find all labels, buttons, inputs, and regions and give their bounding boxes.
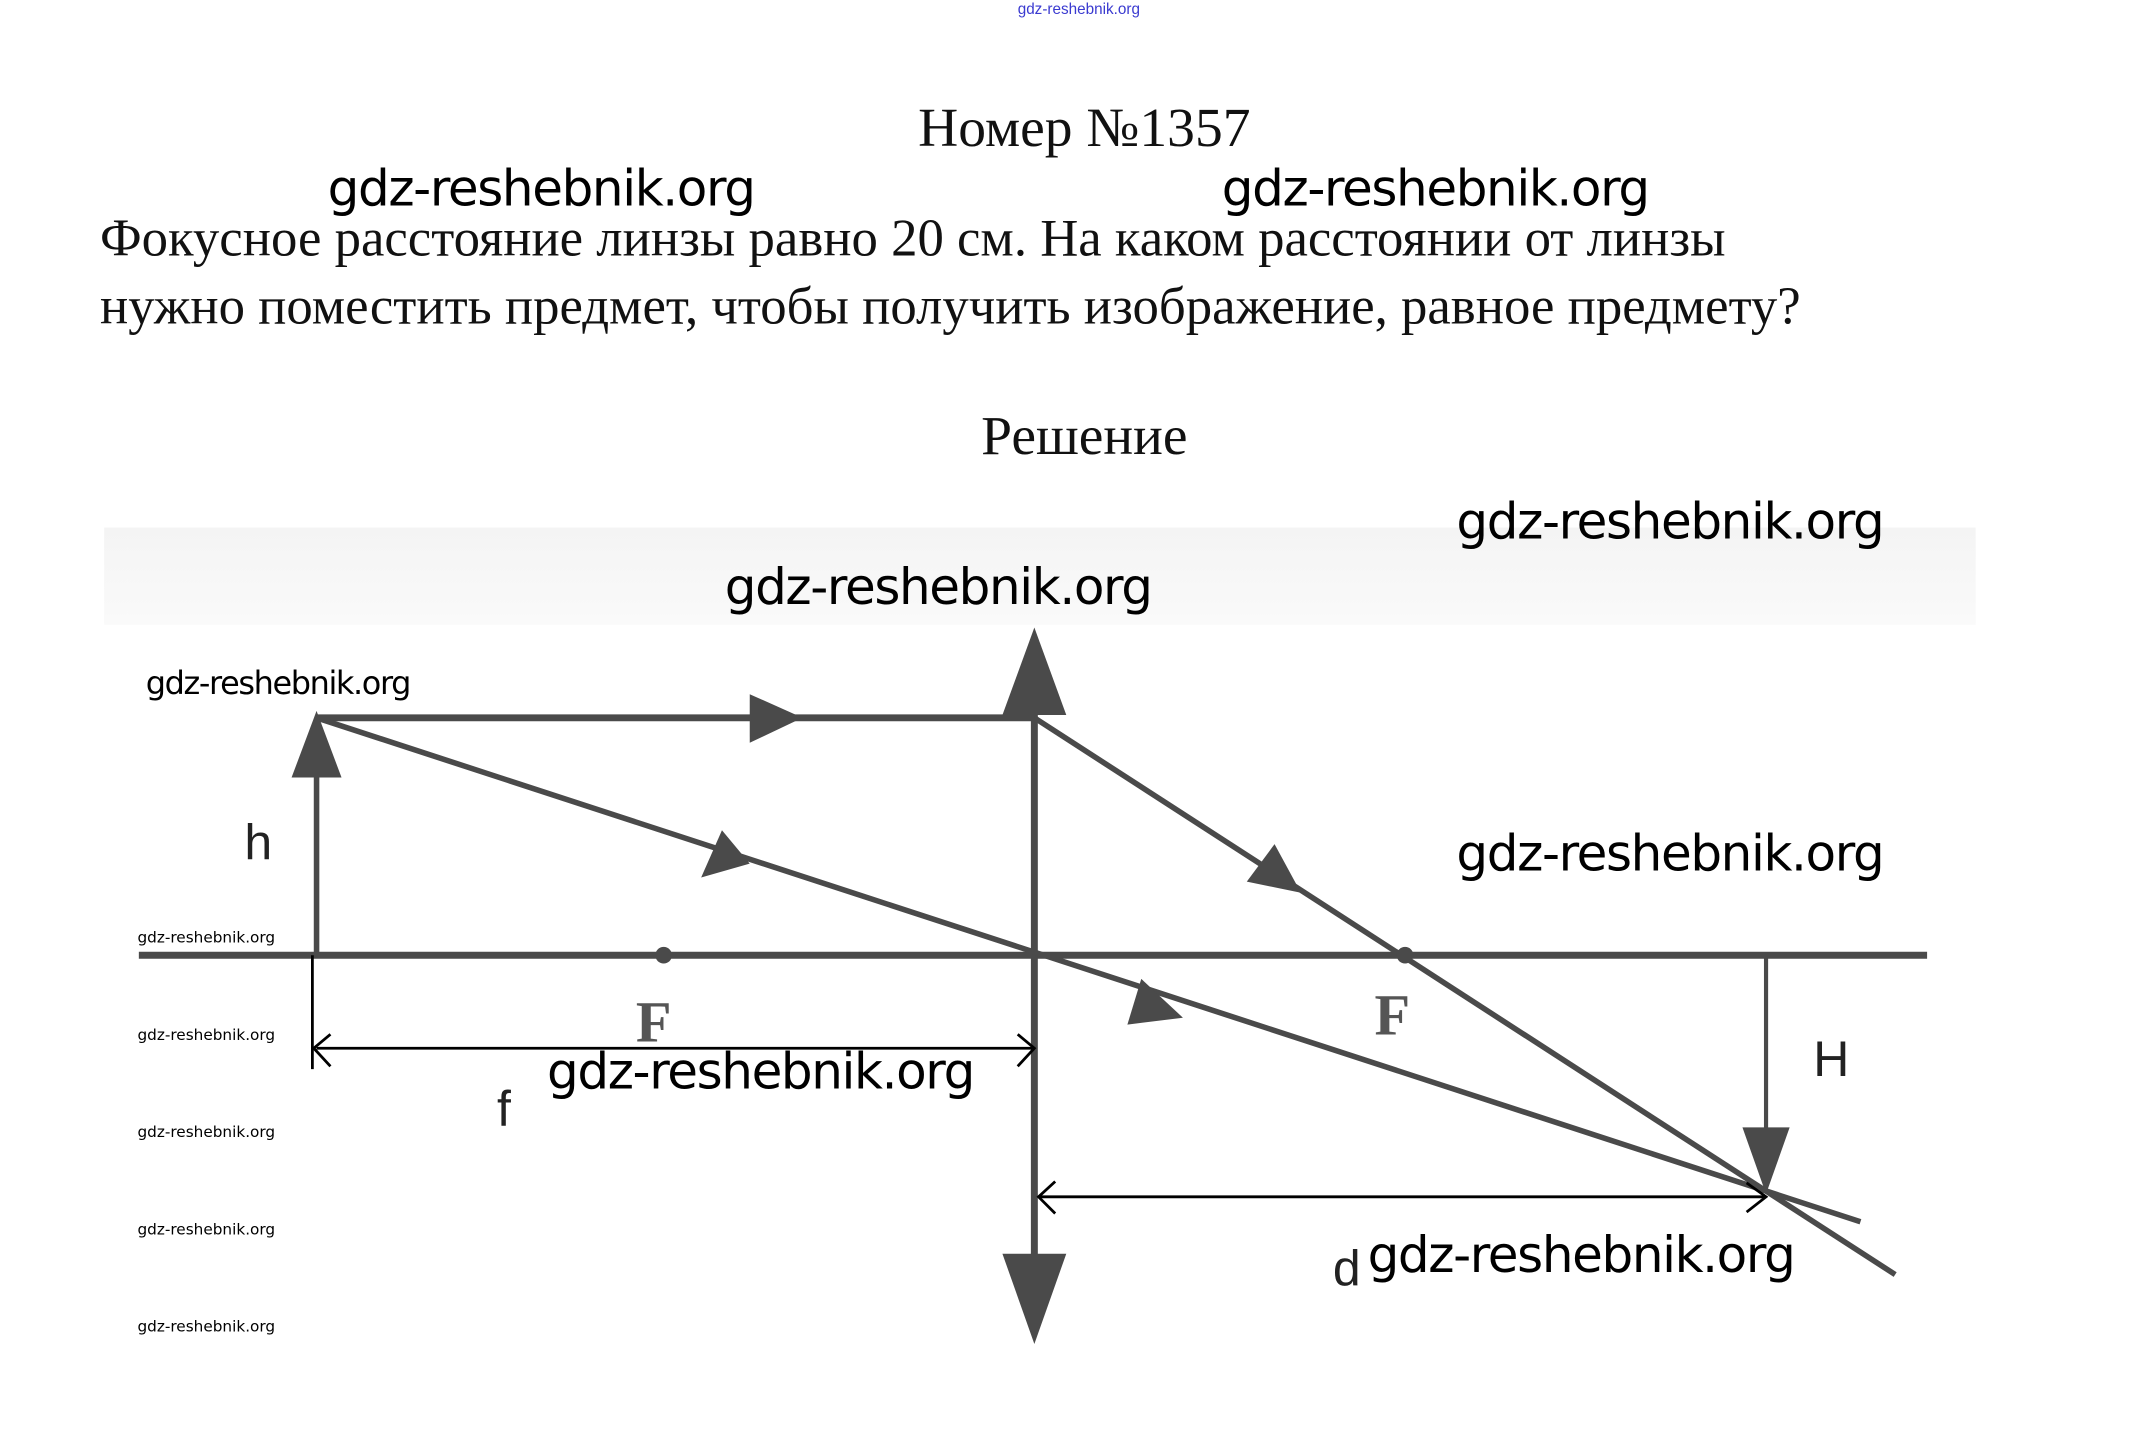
ray-arrow [701, 830, 750, 878]
ray-arrow [749, 694, 803, 743]
solution-heading: Решение [981, 404, 1188, 467]
object-height-label: h [244, 813, 273, 871]
header-watermark[interactable]: gdz-reshebnik.org [1017, 1, 1140, 19]
diagram-mark [138, 680, 1928, 1292]
focus-point-right [1396, 946, 1414, 964]
diagram-mark [311, 1033, 332, 1068]
page-title: Номер №1357 [918, 95, 1251, 159]
focus-label-left: F [636, 989, 672, 1054]
watermark: gdz-reshebnik.org [327, 161, 756, 218]
diagram-mark [1016, 1033, 1037, 1068]
problem-line-2: нужно поместить предмет, чтобы получить … [99, 277, 1801, 336]
lens-top-arrowhead [1002, 627, 1067, 716]
object-distance-label: f [497, 1080, 511, 1138]
lens-bottom-arrowhead [1002, 1253, 1067, 1344]
watermark: gdz-reshebnik.org [137, 1123, 276, 1142]
watermark: gdz-reshebnik.org [137, 1026, 276, 1045]
image-height-label: H [1813, 1030, 1850, 1088]
watermark: gdz-reshebnik.org [1456, 494, 1884, 552]
diagram-mark [311, 955, 1769, 1215]
object-arrowhead [291, 710, 342, 778]
image-distance-label: d [1332, 1239, 1361, 1297]
ray-refracted [1032, 715, 1897, 1277]
focus-point-left [655, 946, 672, 964]
diagram-mark [291, 627, 1790, 1344]
ray-arrow [1127, 978, 1183, 1025]
ray-center [315, 715, 1862, 1225]
ray-arrow [1246, 844, 1301, 893]
diagram-mark [1745, 1181, 1769, 1214]
watermark: gdz-reshebnik.org [1367, 1227, 1796, 1285]
watermark: gdz-reshebnik.org [145, 666, 412, 703]
watermark: gdz-reshebnik.org [137, 1220, 276, 1239]
watermark: gdz-reshebnik.org [1221, 161, 1650, 218]
scan-band [104, 527, 1976, 625]
watermark: gdz-reshebnik.org [137, 1317, 276, 1336]
problem-line-1: Фокусное расстояние линзы равно 20 см. Н… [99, 209, 1726, 268]
watermark: gdz-reshebnik.org [1456, 826, 1884, 884]
watermark: gdz-reshebnik.org [724, 559, 1153, 617]
watermark: gdz-reshebnik.org [547, 1044, 975, 1102]
watermark: gdz-reshebnik.org [137, 928, 276, 947]
focus-label-right: F [1375, 982, 1411, 1047]
image-arrowhead [1742, 1127, 1790, 1195]
diagram-mark [1036, 1180, 1057, 1215]
